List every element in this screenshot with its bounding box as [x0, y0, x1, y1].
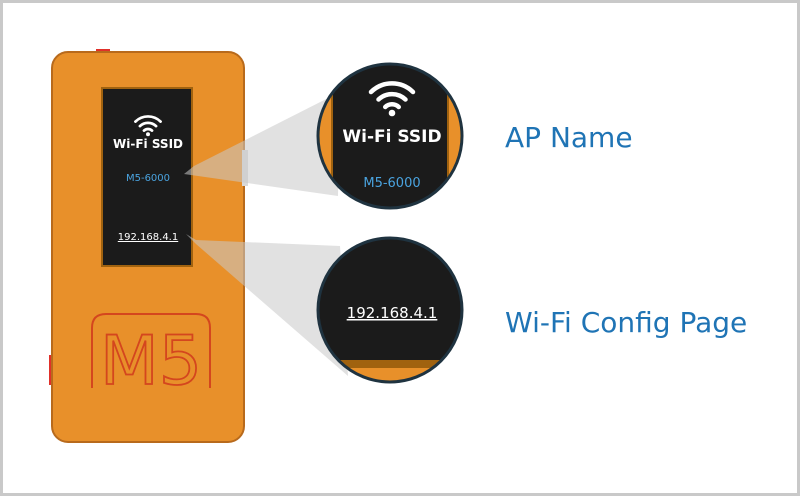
ap-name-label: AP Name [505, 121, 633, 154]
zoom-wifi-icon [368, 81, 416, 117]
wifi-icon [134, 115, 162, 137]
m5-device: M5 Wi-Fi SSID M5-6000 192.168.4.1 [49, 49, 248, 443]
beam-ssid [184, 92, 340, 196]
zoom-ssid-value: M5-6000 [363, 176, 420, 191]
zoom-ssid-heading: Wi-Fi SSID [342, 127, 441, 147]
zoom-ip-address: 192.168.4.1 [347, 304, 438, 322]
screen-ssid-heading: Wi-Fi SSID [113, 137, 183, 151]
screen-ip-address: 192.168.4.1 [118, 232, 178, 243]
zoom-ip-circle: 192.168.4.1 [316, 236, 464, 384]
beam-ip [186, 234, 348, 376]
logo-text: M5 [100, 322, 202, 401]
zoom-ssid-circle: Wi-Fi SSID M5-6000 [316, 62, 464, 210]
config-page-label: Wi-Fi Config Page [505, 306, 748, 339]
m5-logo: M5 [91, 313, 211, 402]
screen-ssid-value: M5-6000 [126, 173, 170, 184]
